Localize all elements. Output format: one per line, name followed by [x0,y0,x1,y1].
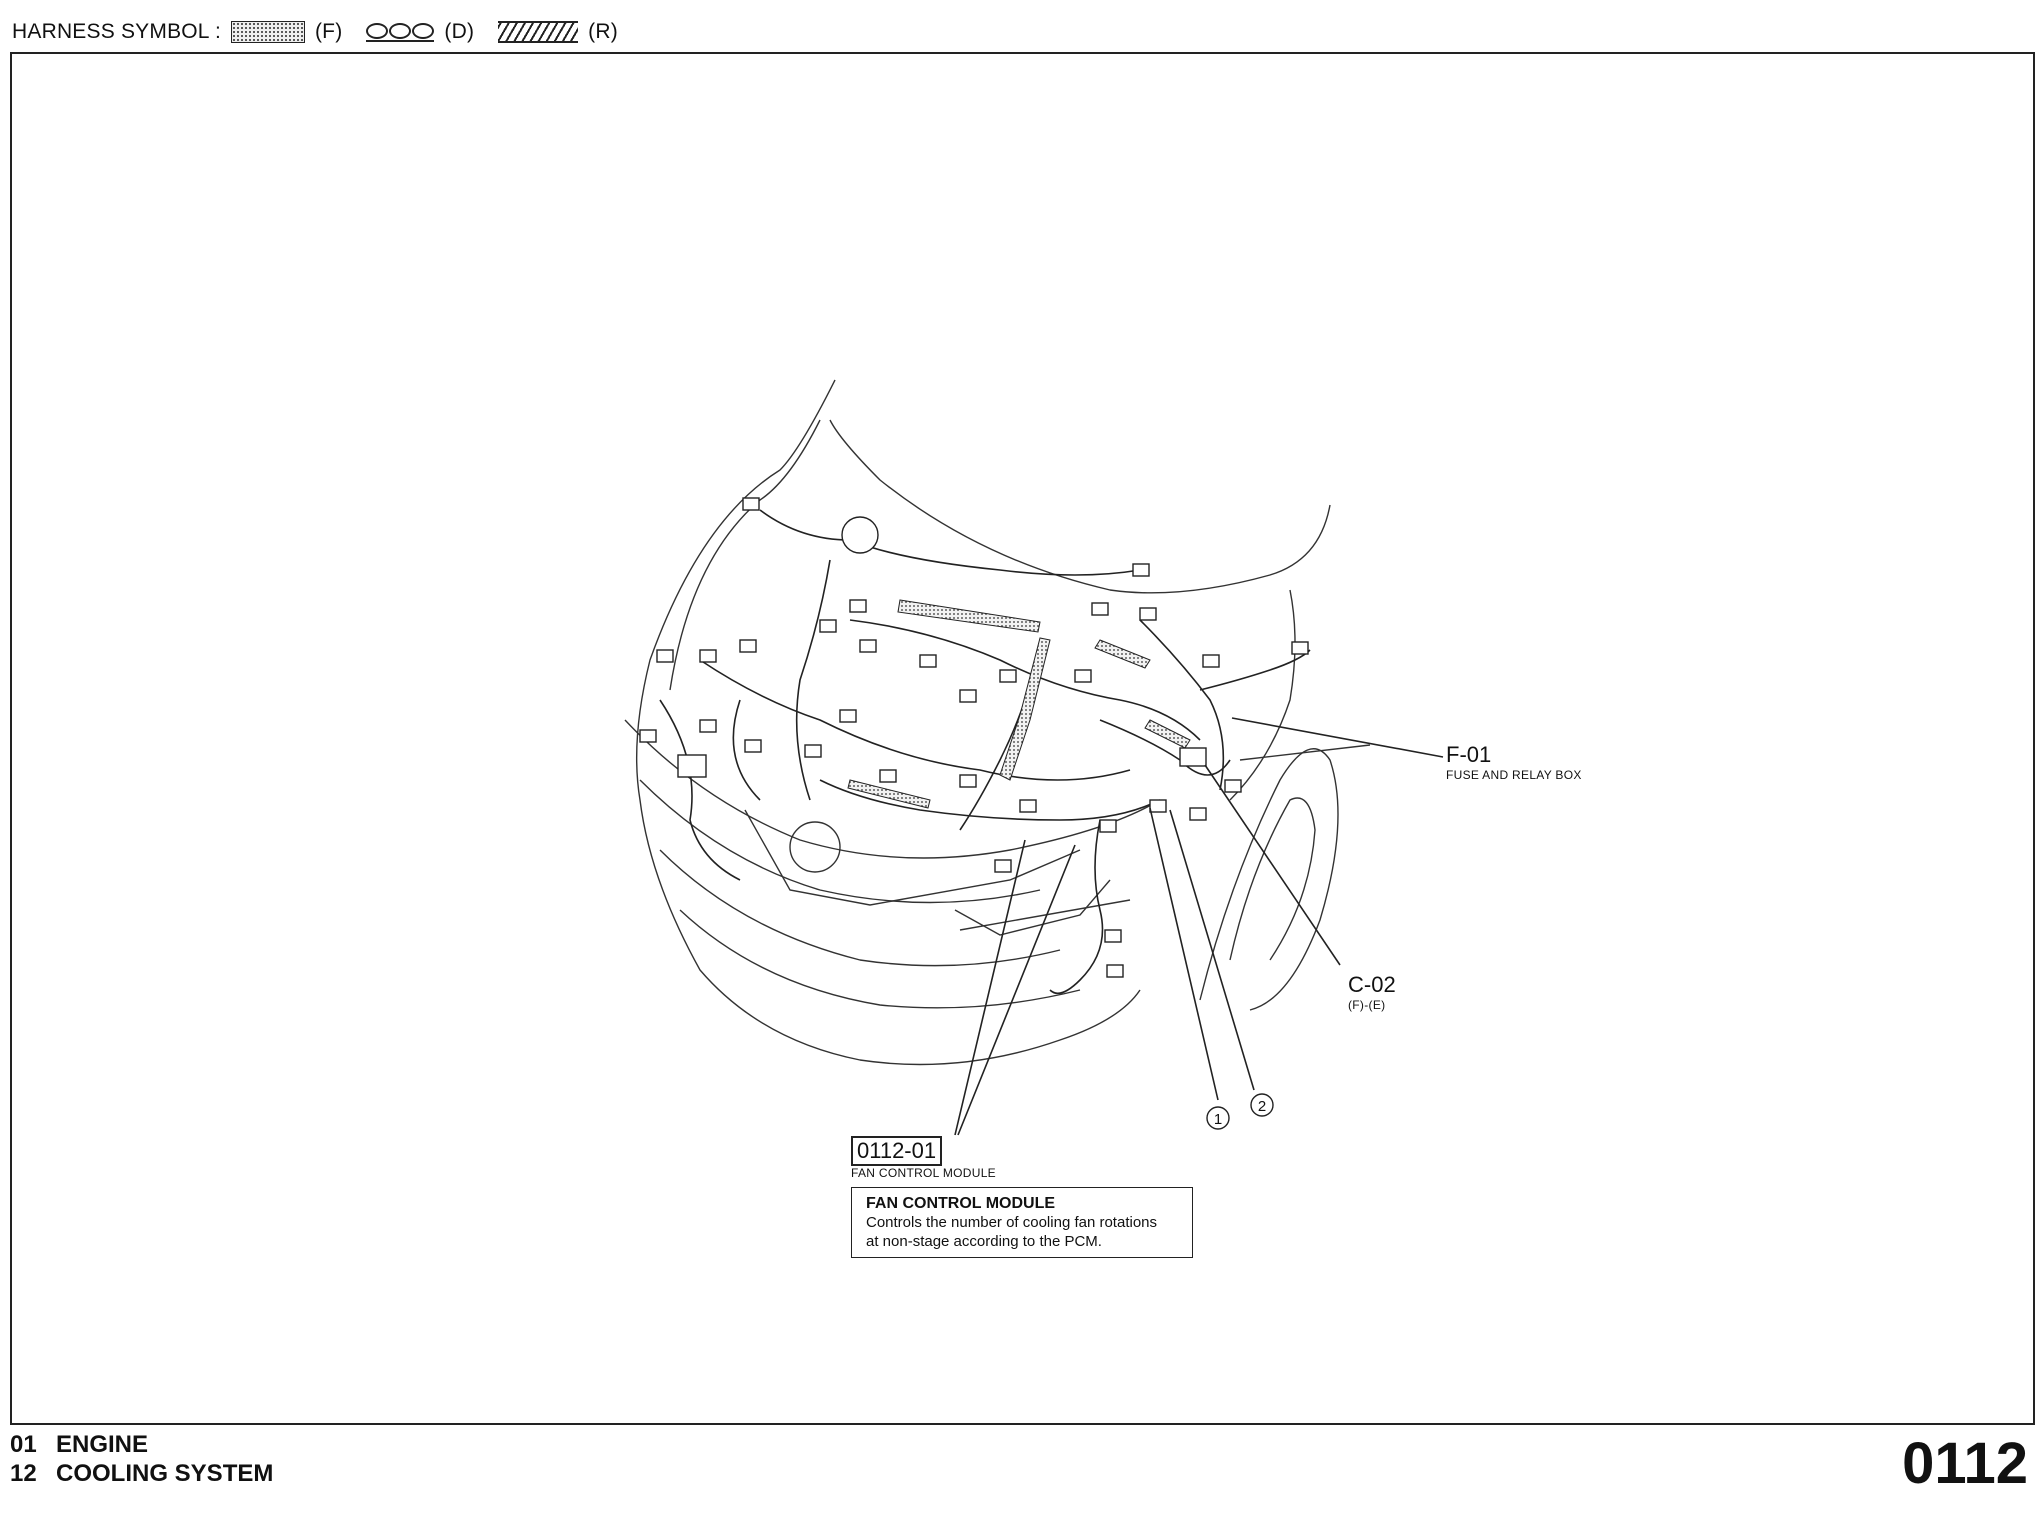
footer-line1-text: ENGINE [56,1431,149,1458]
wiring-harness [659,509,1311,995]
diagram-frame [10,52,2035,1425]
description-line-2: at non-stage according to the PCM. [866,1233,1102,1250]
footer-line-engine: 01 ENGINE [10,1430,273,1459]
hatched-harness-icon [498,21,579,43]
section-footer: 01 ENGINE 12 COOLING SYSTEM [10,1430,273,1488]
c02-code: C-02 [1348,972,1396,997]
marker-1-label: 1 [1214,1111,1222,1128]
description-line-1: Controls the number of cooling fan rotat… [866,1214,1157,1231]
legend-code-f: (F) [314,20,343,43]
c02-sub: (F)-(E) [1348,998,1386,1012]
dotted-harness-segments [847,599,1191,809]
leader-lines [954,717,1444,1136]
legend-code-r: (R) [588,20,618,43]
footer-line-cooling: 12 COOLING SYSTEM [10,1459,273,1488]
fan-control-module-code: 0112-01 [851,1136,943,1166]
footer-line2-text: COOLING SYSTEM [56,1460,274,1487]
circles-harness-icon [366,22,435,42]
footer-line1-num: 01 [10,1431,37,1458]
f01-name: FUSE AND RELAY BOX [1446,768,1582,782]
fan-control-module-name: FAN CONTROL MODULE [851,1166,996,1180]
marker-2-label: 2 [1258,1098,1266,1115]
legend-label: HARNESS SYMBOL : [12,20,221,43]
marker-1: 1 [1206,1106,1230,1130]
connectors [639,497,1309,978]
marker-2: 2 [1250,1093,1274,1117]
harness-symbol-legend: HARNESS SYMBOL : (F) (D) (R) [12,14,618,50]
description-title: FAN CONTROL MODULE [866,1195,1056,1212]
f01-code: F-01 [1446,742,1492,767]
page-number: 0112 [1902,1431,2028,1496]
legend-code-d: (D) [444,20,475,43]
footer-line2-num: 12 [10,1460,37,1487]
dotted-harness-icon [230,21,305,43]
fan-control-module-description: FAN CONTROL MODULE Controls the number o… [851,1187,1193,1258]
